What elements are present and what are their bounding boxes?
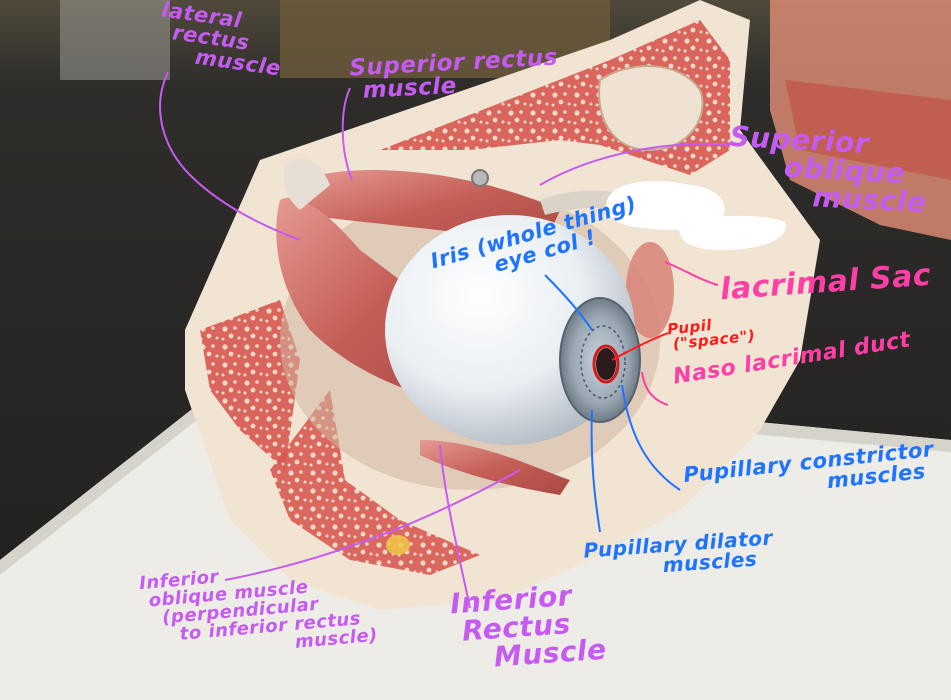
background-cabinet (60, 0, 170, 80)
leader-pupillary-dilator (590, 409, 601, 533)
leader-pupillary-constrictor (621, 384, 681, 491)
leader-inferior-rectus (439, 444, 471, 609)
label-inferior-oblique-muscle: Inferior oblique muscle (perpendicular t… (138, 555, 378, 665)
pupil-shape (596, 348, 616, 380)
redaction-blob-1 (606, 181, 725, 230)
label-superior-oblique-muscle: Superior oblique muscle (726, 120, 930, 220)
inferior-oblique-muscle-shape (420, 440, 570, 495)
leader-inferior-oblique (224, 469, 521, 581)
leader-superior-rectus (341, 87, 353, 181)
leader-lacrimal-sac (664, 261, 719, 286)
redaction-blob-2 (679, 215, 786, 250)
leader-iris (544, 274, 593, 331)
label-line: Muscle (492, 632, 608, 674)
leader-superior-oblique (539, 142, 731, 186)
leader-lateral-rectus (159, 71, 301, 241)
label-inferior-rectus-muscle: Inferior Rectus Muscle (449, 579, 608, 674)
label-line: muscle (811, 180, 928, 220)
leader-pupil (611, 332, 669, 361)
leader-nasolacrimal-duct (641, 371, 669, 406)
